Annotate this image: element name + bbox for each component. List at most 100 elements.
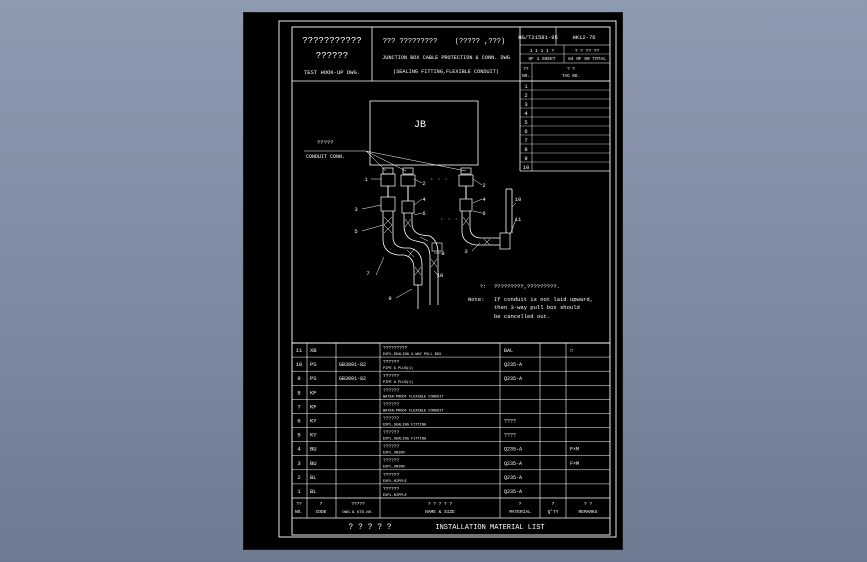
mat-row-code: XB [310, 347, 317, 354]
drawing-canvas: ??????????? ?????? TEST HOOK-UP DWG. ???… [278, 20, 617, 538]
tag-row-no: 7 [524, 137, 527, 144]
title-left-line1: ??????????? [302, 36, 361, 46]
note-line-1: If conduit is not laid upward, [494, 296, 593, 303]
svg-text:? ?: ? ? [584, 501, 592, 507]
callout-5: 5 [354, 228, 357, 235]
mat-row-name-en: WATER-PROOF FLEXIBLE CONDUIT [383, 409, 444, 413]
sheet-label1: OF 1 SHEET [528, 56, 555, 62]
mat-row-name-cn: ?????? [383, 387, 400, 393]
mat-row-no: 11 [296, 347, 303, 354]
callout-7: 7 [366, 270, 369, 277]
mat-row-no: 7 [297, 403, 300, 410]
tag-row-no: 6 [524, 128, 527, 135]
svg-text:?: ? [519, 501, 522, 507]
callout-1: 1 [364, 176, 368, 183]
mat-row-std: GB3091-82 [339, 362, 366, 368]
callout-2: 2 [482, 182, 485, 189]
note-line-2: then 3-way pull box should [494, 304, 580, 311]
svg-text:· · ·: · · · [430, 176, 448, 183]
mat-row-code: KF [310, 389, 317, 396]
callout-9: 9 [388, 295, 391, 302]
hdr-code: CODE [316, 509, 327, 515]
callout-3: 3 [354, 206, 357, 213]
note-text-cn: ?????????,?????????. [494, 283, 560, 290]
mat-row-code: PS [310, 361, 317, 368]
mat-row-material: Q235-A [504, 447, 522, 453]
tag-row-no: 3 [524, 101, 527, 108]
mat-row-name-en: EXPL.SEALING FITTING [383, 423, 426, 427]
svg-text:?????: ????? [351, 501, 365, 507]
svg-text:??: ?? [296, 501, 302, 507]
left-conduit-branch [380, 167, 423, 309]
mat-row-name-en: PIPE & PLUG(1) [383, 380, 413, 385]
drawing-sheet: ??????????? ?????? TEST HOOK-UP DWG. ???… [244, 13, 622, 549]
mat-row-name-en: EXPL.SEALING 3-WAY PULL BOX [383, 353, 442, 357]
tag-row-no: 9 [524, 155, 527, 162]
mat-row-name-cn: ?????? [383, 401, 400, 407]
junction-box-label: JB [414, 120, 426, 131]
mat-row-name-cn: ?????? [383, 415, 400, 421]
mat-row-no: 10 [296, 361, 303, 368]
mat-row-material: Q235-A [504, 475, 522, 481]
tag-row-no: 4 [524, 110, 528, 117]
svg-text:?: ? [320, 501, 323, 507]
callout-4: 4 [422, 196, 426, 203]
mat-row-code: PS [310, 375, 317, 382]
mat-row-code: BL [310, 488, 317, 495]
tag-row-no: 5 [524, 119, 527, 126]
svg-text:TAG NO.: TAG NO. [562, 74, 580, 79]
mat-row-code: KF [310, 403, 317, 410]
mat-row-code: BL [310, 474, 317, 481]
right-conduit-branch [458, 167, 513, 250]
title-mid-line1: ??? ????????? [383, 38, 438, 46]
hdr-qty: Q'TY [548, 509, 559, 515]
hdr-no: NO. [295, 509, 303, 515]
mat-row-material: Q235-A [504, 362, 522, 368]
note-line-3: be cancelled out. [494, 313, 550, 320]
sheet-of: 1 1 1 1 ? [530, 48, 555, 54]
title-block: ??????????? ?????? TEST HOOK-UP DWG. ???… [292, 27, 610, 171]
mat-row-no: 1 [297, 488, 301, 495]
tag-header-tag: ? ? [567, 67, 575, 72]
svg-text:?: ? [552, 501, 555, 507]
junction-box [369, 100, 479, 166]
conduit-conn-cn: ????? [317, 139, 334, 146]
mat-row-name-en: WATER-PROOF FLEXIBLE CONDUIT [383, 395, 444, 399]
mat-row-no: 3 [297, 460, 300, 467]
mat-row-name-cn: ?????? [383, 486, 400, 492]
sheet-code: HK12-76 [572, 34, 595, 41]
mat-row-std: GB3091-82 [339, 376, 366, 382]
mat-row-no: 8 [297, 389, 300, 396]
material-list: 11 XB????????? EXPL.SEALING 3-WAY PULL BOX… [292, 343, 610, 532]
mat-row-code: KY [310, 418, 317, 425]
mat-row-material: Q235-A [504, 461, 522, 467]
mat-row-name-cn: ?????? [383, 373, 400, 379]
mat-row-remarks: □ [570, 348, 573, 354]
drawing-border [291, 26, 611, 536]
mat-row-name-cn: ?????? [383, 444, 400, 450]
tag-row-no: 8 [524, 146, 527, 153]
callout-6: 6 [482, 210, 485, 217]
mat-row-code: KY [310, 432, 317, 439]
mat-row-code: BU [310, 460, 317, 467]
mat-row-name-cn: ?????? [383, 430, 400, 436]
mat-row-name-en: EXPL.SEALING FITTING [383, 438, 426, 442]
mat-row-material: ???? [504, 419, 516, 425]
mat-row-name-en: EXPL.UNION [383, 466, 405, 470]
mat-row-name-cn: ?????? [383, 359, 400, 365]
title-mid-line3: (SEALING FITTING,FLEXIBLE CONDUIT) [393, 69, 499, 75]
mat-row-no: 2 [297, 474, 300, 481]
mat-row-no: 6 [297, 418, 300, 425]
title-mid-line2: JUNCTION BOX CABLE PROTECTION & CONN. DW… [382, 55, 510, 61]
title-left-line2: ?????? [316, 51, 348, 61]
callout-10: 10 [437, 272, 444, 279]
mat-row-material: Q235-A [504, 489, 522, 495]
footer-cn: ? ? ? ? ? [348, 523, 391, 532]
callout-4: 4 [482, 196, 486, 203]
mat-row-material: Q235-A [504, 376, 522, 382]
hookup-diagram: JB ????? CONDUIT CONN. [304, 100, 593, 320]
tag-row-no: 10 [523, 164, 530, 171]
std-number: HG/T21581-95 [518, 34, 558, 41]
note-label-en: Note: [468, 296, 485, 303]
